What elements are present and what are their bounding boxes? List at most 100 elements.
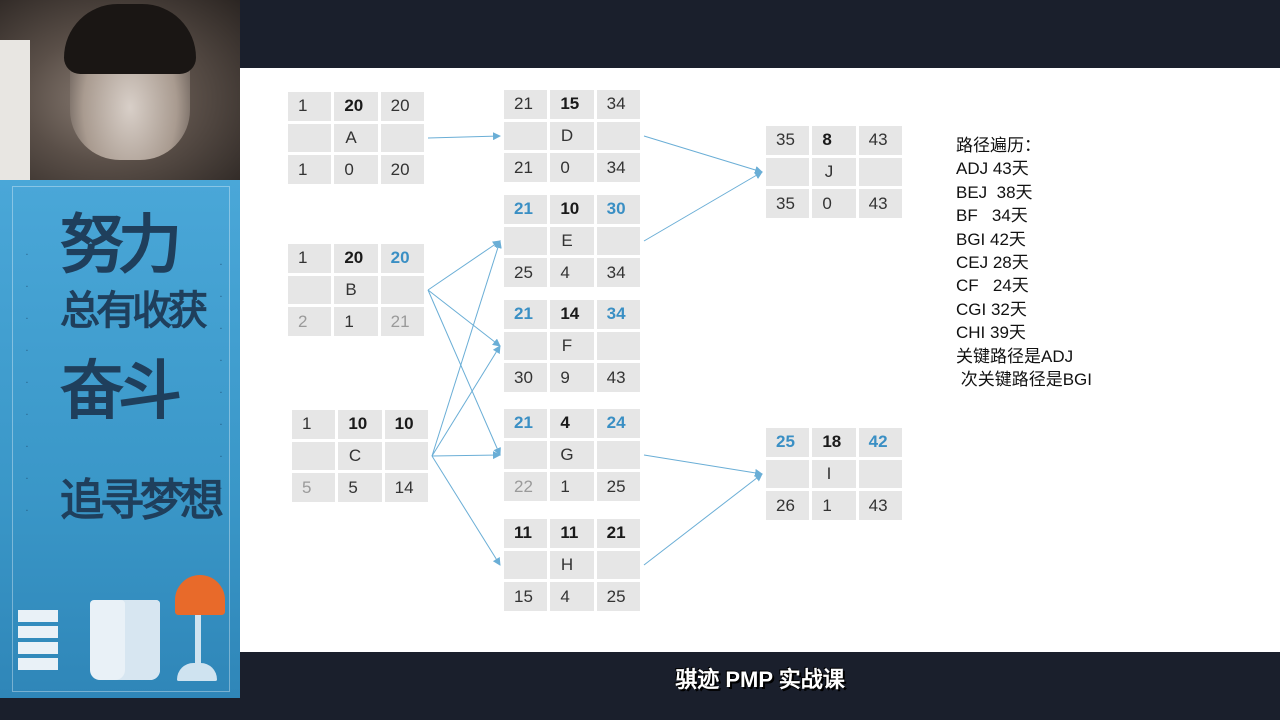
node-c-lf: 14 — [384, 473, 428, 502]
node-j-duration: 8 — [812, 126, 856, 155]
node-c-ef: 10 — [384, 410, 428, 439]
node-h-blank-left — [504, 550, 548, 580]
node-g-duration: 4 — [550, 409, 594, 438]
arrow-c-to-h — [431, 455, 501, 566]
webcam-video — [0, 0, 240, 180]
node-d-ef: 34 — [596, 90, 640, 119]
node-a-blank-right — [380, 123, 424, 153]
book-stack-icon — [18, 610, 58, 680]
node-f-ef: 34 — [596, 300, 640, 329]
node-f-name: F — [550, 331, 594, 361]
node-f-blank-left — [504, 331, 548, 361]
arrow-c-to-g — [431, 451, 501, 460]
node-a-es: 1 — [288, 92, 332, 121]
path-item: BGI 42天 — [956, 229, 1026, 249]
node-j-lf: 43 — [858, 189, 902, 218]
slogan-line-1: 努力 — [60, 208, 182, 283]
critical-path-note: 关键路径是ADJ — [956, 346, 1074, 366]
node-e-blank-right — [596, 226, 640, 256]
node-f-lf: 43 — [596, 363, 640, 392]
node-e-slack: 4 — [550, 258, 594, 287]
node-h-slack: 4 — [550, 582, 594, 611]
node-h-ef: 21 — [596, 519, 640, 548]
slide-canvas: 1 20 20 A 1 0 20 1 20 20 B 2 1 21 1 10 1… — [240, 68, 1280, 652]
node-i-lf: 43 — [858, 491, 902, 520]
arrow-e-to-j — [643, 171, 763, 242]
node-d-slack: 0 — [550, 153, 594, 182]
node-i-es: 25 — [766, 428, 810, 457]
node-a-ls: 1 — [288, 155, 332, 184]
webcam-background-light — [0, 40, 30, 180]
node-e-es: 21 — [504, 195, 548, 224]
node-a-name: A — [334, 123, 378, 153]
node-i-ls: 26 — [766, 491, 810, 520]
node-a-slack: 0 — [334, 155, 378, 184]
node-d-blank-right — [596, 121, 640, 151]
path-item: BF 34天 — [956, 206, 1028, 226]
node-i-blank-left — [766, 459, 810, 489]
node-e-lf: 34 — [596, 258, 640, 287]
activity-node-i: 25 18 42 I 26 1 43 — [766, 428, 902, 520]
activity-node-g: 21 4 24 G 22 1 25 — [504, 409, 640, 501]
node-i-ef: 42 — [858, 428, 902, 457]
slogan-line-4: 追寻梦想 — [60, 475, 224, 526]
activity-node-b: 1 20 20 B 2 1 21 — [288, 244, 424, 336]
path-item: CHI 39天 — [956, 323, 1026, 343]
activity-node-e: 21 10 30 E 25 4 34 — [504, 195, 640, 287]
path-item: CF 24天 — [956, 276, 1029, 296]
activity-node-d: 21 15 34 D 21 0 34 — [504, 90, 640, 182]
node-a-duration: 20 — [334, 92, 378, 121]
node-d-duration: 15 — [550, 90, 594, 119]
node-d-name: D — [550, 121, 594, 151]
node-j-blank-right — [858, 157, 902, 187]
node-h-lf: 25 — [596, 582, 640, 611]
arrow-b-to-e — [427, 240, 501, 291]
node-e-ef: 30 — [596, 195, 640, 224]
node-f-ls: 30 — [504, 363, 548, 392]
node-a-blank-left — [288, 123, 332, 153]
node-b-blank-left — [288, 275, 332, 305]
banner-decor-left: ········· — [25, 250, 29, 517]
node-i-blank-right — [858, 459, 902, 489]
node-f-duration: 14 — [550, 300, 594, 329]
activity-node-f: 21 14 34 F 30 9 43 — [504, 300, 640, 392]
node-g-blank-right — [596, 440, 640, 470]
node-d-es: 21 — [504, 90, 548, 119]
node-h-blank-right — [596, 550, 640, 580]
banner-decor-right: ········ — [219, 260, 223, 495]
node-f-blank-right — [596, 331, 640, 361]
arrow-g-to-i — [643, 454, 763, 477]
node-b-name: B — [334, 275, 378, 305]
path-item: BEJ 38天 — [956, 182, 1033, 202]
node-i-name: I — [812, 459, 856, 489]
node-i-slack: 1 — [812, 491, 856, 520]
slogan-line-2: 总有收获 — [60, 287, 208, 334]
node-c-duration: 10 — [338, 410, 382, 439]
lamp-icon — [165, 575, 225, 685]
node-j-ef: 43 — [858, 126, 902, 155]
node-g-es: 21 — [504, 409, 548, 438]
node-j-es: 35 — [766, 126, 810, 155]
node-c-slack: 5 — [338, 473, 382, 502]
activity-node-j: 35 8 43 J 35 0 43 — [766, 126, 902, 218]
node-h-ls: 15 — [504, 582, 548, 611]
network-arrows — [427, 132, 763, 566]
node-b-ls: 2 — [288, 307, 332, 336]
path-list-title: 路径遍历： — [956, 136, 1041, 155]
path-item: CEJ 28天 — [956, 253, 1029, 273]
secondary-critical-path-note: 次关键路径是BGI — [956, 370, 1093, 390]
node-g-blank-left — [504, 440, 548, 470]
node-f-es: 21 — [504, 300, 548, 329]
slogan-line-3: 奋斗 — [60, 354, 182, 429]
node-c-blank-left — [292, 441, 336, 471]
node-b-es: 1 — [288, 244, 332, 273]
node-e-blank-left — [504, 226, 548, 256]
arrow-c-to-f — [431, 345, 501, 457]
node-e-duration: 10 — [550, 195, 594, 224]
node-c-blank-right — [384, 441, 428, 471]
node-c-name: C — [338, 441, 382, 471]
activity-node-a: 1 20 20 A 1 0 20 — [288, 92, 424, 184]
node-a-ef: 20 — [380, 92, 424, 121]
node-g-name: G — [550, 440, 594, 470]
node-d-ls: 21 — [504, 153, 548, 182]
